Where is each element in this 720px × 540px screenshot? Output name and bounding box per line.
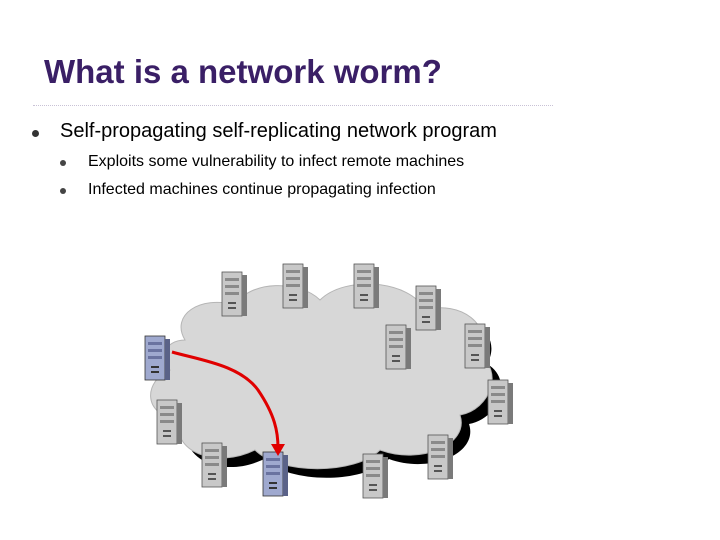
server-icon xyxy=(353,263,380,309)
server-icon xyxy=(156,399,183,445)
infected-server-icon xyxy=(144,335,171,381)
server-icon xyxy=(415,285,442,331)
bullet-dot-icon xyxy=(32,130,39,137)
server-icon xyxy=(221,271,248,317)
server-icon xyxy=(282,263,309,309)
server-icon xyxy=(201,442,228,488)
server-icon xyxy=(362,453,389,499)
server-icon xyxy=(464,323,491,369)
bullet-dot-icon xyxy=(60,160,66,166)
title-divider xyxy=(33,105,553,106)
bullet-text: Self-propagating self-replicating networ… xyxy=(60,120,497,142)
bullet-dot-icon xyxy=(60,188,66,194)
sub-bullet-text: Exploits some vulnerability to infect re… xyxy=(88,153,465,170)
infected-server-icon xyxy=(262,451,289,497)
sub-bullet-text: Infected machines continue propagating i… xyxy=(88,181,436,198)
server-icon xyxy=(487,379,514,425)
server-icon xyxy=(385,324,412,370)
infection-arrow xyxy=(171,350,280,449)
slide-title: What is a network worm? xyxy=(44,53,442,90)
server-icon xyxy=(427,434,454,480)
infection-arrowhead-icon xyxy=(271,444,285,456)
